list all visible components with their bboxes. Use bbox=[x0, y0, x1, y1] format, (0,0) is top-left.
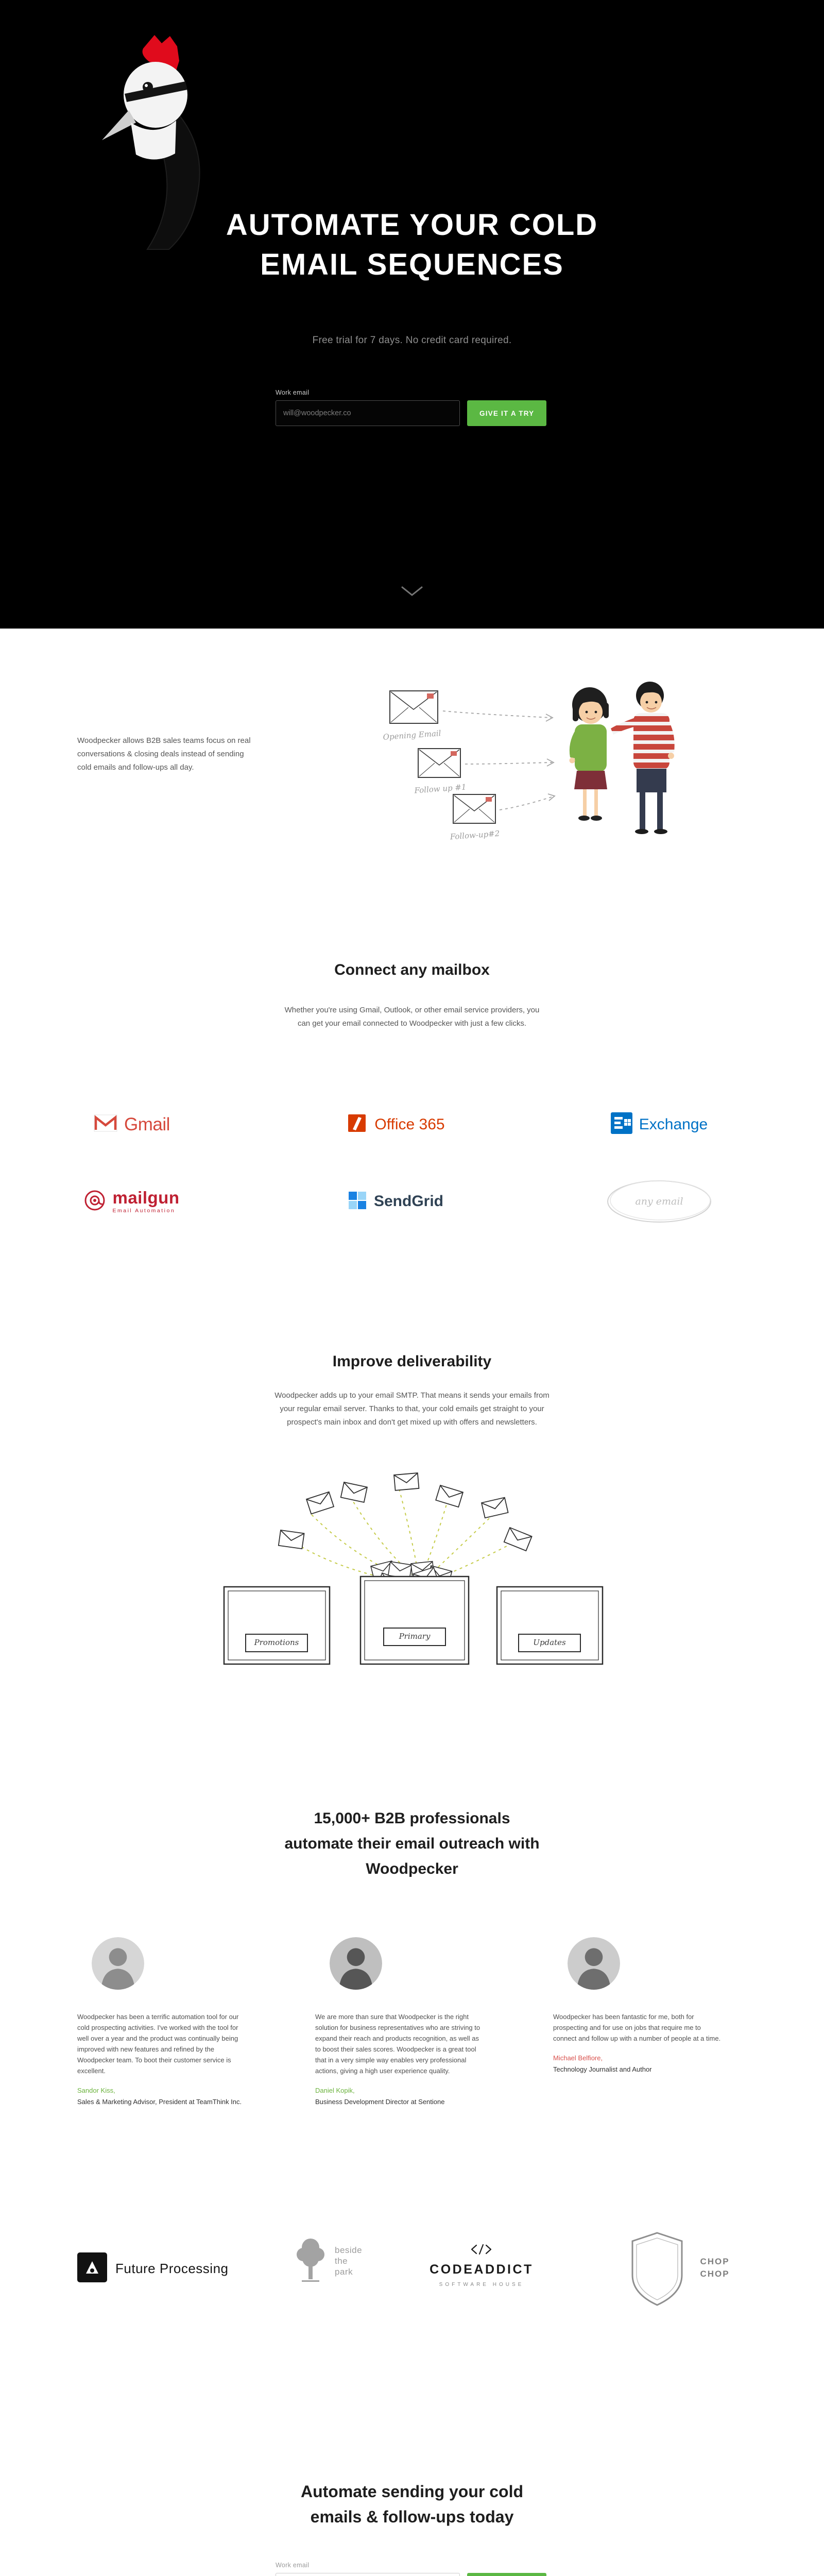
mailbox-section-text: Whether you're using Gmail, Outlook, or … bbox=[284, 1006, 540, 1028]
testimonial-card: We are more than sure that Woodpecker is… bbox=[315, 1937, 485, 2107]
testimonials-title-line3: Woodpecker bbox=[366, 1860, 458, 1877]
hero-signup-form: Work email GIVE IT A TRY bbox=[276, 389, 547, 426]
hero-title-line1: AUTOMATE YOUR COLD bbox=[226, 208, 598, 242]
codeaddict-icon bbox=[470, 2244, 493, 2258]
work-email-label: Work email bbox=[276, 2562, 310, 2569]
hero-subtitle: Free trial for 7 days. No credit card re… bbox=[312, 335, 512, 346]
testimonials-title-line1: 15,000+ B2B professionals bbox=[314, 1810, 510, 1827]
testimonial-card: Woodpecker has been a terrific automatio… bbox=[77, 1937, 247, 2107]
beside-line3: park bbox=[335, 2267, 353, 2277]
avatar bbox=[568, 1937, 620, 1990]
testimonial-author-role: Sales & Marketing Advisor, President at … bbox=[77, 2098, 242, 2106]
beside-the-park-logo: beside the park bbox=[295, 2235, 362, 2287]
work-email-input[interactable] bbox=[276, 2573, 460, 2576]
testimonial-author-link[interactable]: Daniel Kopik, bbox=[315, 2087, 355, 2095]
email-flow-graphic bbox=[389, 682, 675, 834]
any-email-logo: any email bbox=[551, 1171, 767, 1232]
gmail-icon bbox=[94, 1114, 117, 1134]
beside-line1: beside bbox=[335, 2245, 363, 2255]
couple-illustration bbox=[569, 682, 675, 834]
testimonial-author-role: Business Development Director at Sention… bbox=[315, 2098, 445, 2106]
cta-signup-form: Work email GIVE IT A TRY bbox=[276, 2562, 547, 2576]
office365-wordmark: Office 365 bbox=[374, 1115, 445, 1133]
sendgrid-logo: SendGrid bbox=[287, 1171, 504, 1232]
future-processing-logo: Future Processing bbox=[77, 2252, 228, 2285]
dashed-arrow-icons bbox=[442, 710, 556, 810]
gmail-logo: Gmail bbox=[24, 1100, 240, 1149]
sendgrid-icon bbox=[348, 1191, 367, 1213]
exchange-wordmark: Exchange bbox=[639, 1115, 708, 1133]
testimonial-quote: We are more than sure that Woodpecker is… bbox=[315, 2013, 480, 2075]
tray-label-promotions: Promotions bbox=[254, 1638, 299, 1647]
testimonials-section: 15,000+ B2B professionals automate their… bbox=[0, 1758, 824, 2215]
cta-title: Automate sending your cold emails & foll… bbox=[0, 2479, 824, 2530]
inbox-trays bbox=[223, 1575, 604, 1665]
codeaddict-logo: CODEADDICT SOFTWARE HOUSE bbox=[404, 2244, 559, 2287]
cta-title-line1: Automate sending your cold bbox=[300, 2482, 524, 2501]
flying-envelope-icons bbox=[278, 1472, 533, 1552]
codeaddict-wordmark: CODEADDICT bbox=[430, 2262, 534, 2277]
sendgrid-wordmark: SendGrid bbox=[373, 1193, 443, 1210]
hero-title: AUTOMATE YOUR COLD EMAIL SEQUENCES bbox=[0, 205, 824, 284]
intro-text: Woodpecker allows B2B sales teams focus … bbox=[77, 736, 251, 772]
testimonials-title: 15,000+ B2B professionals automate their… bbox=[0, 1806, 824, 1882]
beside-the-park-wordmark: beside the park bbox=[335, 2245, 362, 2278]
future-processing-wordmark: Future Processing bbox=[115, 2261, 229, 2276]
office365-icon bbox=[346, 1112, 368, 1137]
clients-section: Future Processing beside the park bbox=[0, 2215, 824, 2377]
exchange-icon bbox=[610, 1112, 632, 1137]
future-processing-icon bbox=[77, 2252, 107, 2285]
mailgun-icon bbox=[84, 1190, 106, 1214]
work-email-input[interactable] bbox=[276, 400, 460, 426]
mailbox-section: Connect any mailbox Whether you're using… bbox=[0, 902, 824, 1318]
any-email-sketch-icon bbox=[607, 1180, 711, 1223]
give-it-a-try-button[interactable]: GIVE IT A TRY bbox=[467, 400, 547, 426]
intro-section: Woodpecker allows B2B sales teams focus … bbox=[0, 629, 824, 902]
testimonial-author-role: Technology Journalist and Author bbox=[553, 2065, 652, 2074]
beside-the-park-icon bbox=[295, 2235, 327, 2287]
mailgun-wordmark: mailgun bbox=[112, 1188, 180, 1207]
exchange-logo: Exchange bbox=[551, 1100, 767, 1149]
deliverability-section: Improve deliverability Woodpecker adds u… bbox=[0, 1318, 824, 1758]
office365-logo: Office 365 bbox=[287, 1100, 504, 1149]
tray-label-updates: Updates bbox=[533, 1638, 566, 1647]
mailbox-section-title: Connect any mailbox bbox=[334, 961, 490, 978]
work-email-label: Work email bbox=[276, 389, 310, 396]
testimonial-author-link[interactable]: Sandor Kiss, bbox=[77, 2087, 115, 2095]
chop-chop-line2: CHOP bbox=[700, 2269, 730, 2279]
envelope-icons bbox=[389, 690, 496, 824]
mailgun-tagline: Email Automation bbox=[112, 1208, 176, 1214]
testimonial-quote: Woodpecker has been fantastic for me, bo… bbox=[553, 2013, 721, 2043]
chop-chop-line1: CHOP bbox=[700, 2257, 730, 2266]
inbox-illustration bbox=[180, 1471, 644, 1682]
email-flow-illustration: Opening Email Follow up #1 Follow-up#2 bbox=[340, 670, 711, 876]
avatar bbox=[330, 1937, 382, 1990]
testimonial-author-link[interactable]: Michael Belfiore, bbox=[553, 2054, 603, 2062]
deliverability-title: Improve deliverability bbox=[332, 1353, 492, 1370]
testimonials-title-line2: automate their email outreach with bbox=[284, 1835, 540, 1852]
beside-line2: the bbox=[335, 2256, 348, 2266]
woodpecker-logo-icon[interactable] bbox=[98, 32, 216, 253]
give-it-a-try-button[interactable]: GIVE IT A TRY bbox=[467, 2573, 547, 2576]
hero-section: AUTOMATE YOUR COLD EMAIL SEQUENCES Free … bbox=[0, 0, 824, 629]
mailgun-logo: mailgun Email Automation bbox=[24, 1171, 240, 1232]
chop-chop-badge-icon bbox=[631, 2232, 683, 2306]
scroll-down-chevron-icon[interactable] bbox=[400, 585, 424, 599]
gmail-wordmark: Gmail bbox=[124, 1114, 170, 1134]
chop-chop-logo: CHOP CHOP bbox=[628, 2231, 729, 2307]
cta-title-line2: emails & follow-ups today bbox=[310, 2507, 514, 2526]
hero-title-line2: EMAIL SEQUENCES bbox=[260, 248, 564, 281]
any-email-label: any email bbox=[635, 1195, 683, 1207]
avatar bbox=[92, 1937, 144, 1990]
deliverability-text: Woodpecker adds up to your email SMTP. T… bbox=[274, 1391, 550, 1427]
testimonial-card: Woodpecker has been fantastic for me, bo… bbox=[553, 1937, 723, 2075]
testimonial-quote: Woodpecker has been a terrific automatio… bbox=[77, 2013, 239, 2075]
codeaddict-tagline: SOFTWARE HOUSE bbox=[439, 2282, 524, 2287]
tray-label-primary: Primary bbox=[399, 1632, 431, 1641]
cta-section: Automate sending your cold emails & foll… bbox=[0, 2377, 824, 2576]
